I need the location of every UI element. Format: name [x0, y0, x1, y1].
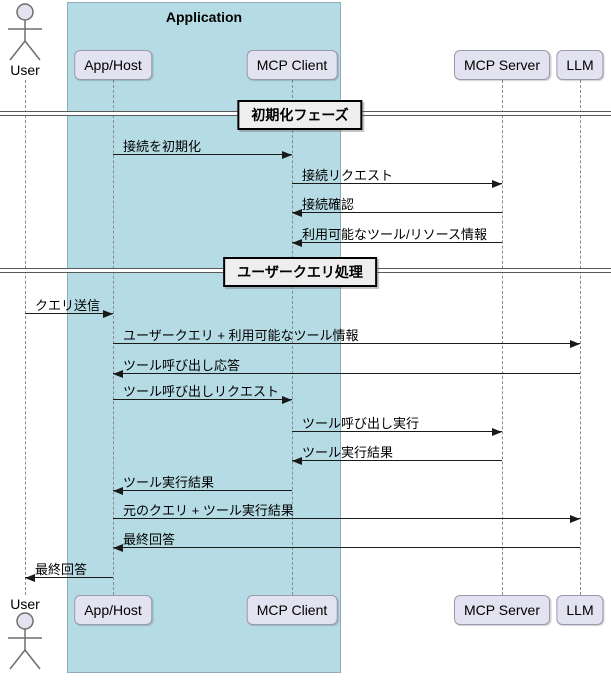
application-frame-title: Application — [165, 9, 243, 25]
actor-label-user-bottom: User — [10, 596, 40, 612]
message-arrowhead-12 — [113, 544, 123, 552]
message-arrowhead-1 — [492, 180, 502, 188]
message-line-1 — [292, 183, 502, 184]
message-line-10 — [113, 490, 292, 491]
message-label-0: 接続を初期化 — [123, 139, 202, 154]
message-label-11: 元のクエリ + ツール実行結果 — [123, 503, 294, 518]
message-line-13 — [25, 577, 113, 578]
participant-mcpclient-top: MCP Client — [246, 50, 338, 80]
message-label-2: 接続確認 — [302, 197, 355, 212]
message-arrowhead-3 — [292, 239, 302, 247]
lifeline-apphost — [113, 80, 114, 595]
message-line-7 — [113, 399, 292, 400]
actor-user-top — [0, 2, 50, 69]
message-line-9 — [292, 460, 502, 461]
message-line-12 — [113, 547, 580, 548]
message-arrowhead-10 — [113, 487, 123, 495]
message-line-4 — [25, 313, 113, 314]
message-arrowhead-5 — [570, 340, 580, 348]
message-arrowhead-11 — [570, 515, 580, 523]
divider-label-1: ユーザークエリ処理 — [223, 257, 377, 287]
message-label-9: ツール実行結果 — [302, 445, 394, 460]
message-arrowhead-2 — [292, 209, 302, 217]
participant-mcpserver-top: MCP Server — [454, 50, 550, 80]
message-label-5: ユーザークエリ + 利用可能なツール情報 — [123, 328, 359, 343]
message-arrowhead-0 — [282, 151, 292, 159]
message-line-8 — [292, 431, 502, 432]
actor-user-bottom — [0, 611, 50, 678]
message-label-7: ツール呼び出しリクエスト — [123, 384, 280, 399]
participant-apphost-bottom: App/Host — [74, 595, 152, 625]
message-label-3: 利用可能なツール/リソース情報 — [302, 227, 487, 242]
stick-figure-icon — [8, 3, 42, 61]
message-arrowhead-13 — [25, 574, 35, 582]
lifeline-llm — [580, 80, 581, 595]
message-label-4: クエリ送信 — [35, 298, 101, 313]
message-label-13: 最終回答 — [35, 562, 88, 577]
message-line-11 — [113, 518, 580, 519]
participant-apphost-top: App/Host — [74, 50, 152, 80]
message-arrowhead-9 — [292, 457, 302, 465]
lifeline-mcpclient — [292, 80, 293, 595]
message-label-6: ツール呼び出し応答 — [123, 358, 241, 373]
stick-figure-icon — [8, 612, 42, 670]
participant-llm-top: LLM — [556, 50, 604, 80]
lifeline-mcpserver — [502, 80, 503, 595]
message-arrowhead-7 — [282, 396, 292, 404]
message-arrowhead-6 — [113, 370, 123, 378]
message-line-0 — [113, 154, 292, 155]
message-arrowhead-4 — [103, 310, 113, 318]
message-line-2 — [292, 212, 502, 213]
message-label-10: ツール実行結果 — [123, 475, 215, 490]
message-label-1: 接続リクエスト — [302, 168, 394, 183]
lifeline-user — [25, 80, 26, 595]
participant-mcpclient-bottom: MCP Client — [246, 595, 338, 625]
message-line-6 — [113, 373, 580, 374]
message-line-5 — [113, 343, 580, 344]
participant-llm-bottom: LLM — [556, 595, 604, 625]
message-label-12: 最終回答 — [123, 532, 176, 547]
divider-label-0: 初期化フェーズ — [237, 100, 363, 130]
actor-label-user-top: User — [10, 62, 40, 78]
message-arrowhead-8 — [492, 428, 502, 436]
message-label-8: ツール呼び出し実行 — [302, 416, 420, 431]
participant-mcpserver-bottom: MCP Server — [454, 595, 550, 625]
message-line-3 — [292, 242, 502, 243]
